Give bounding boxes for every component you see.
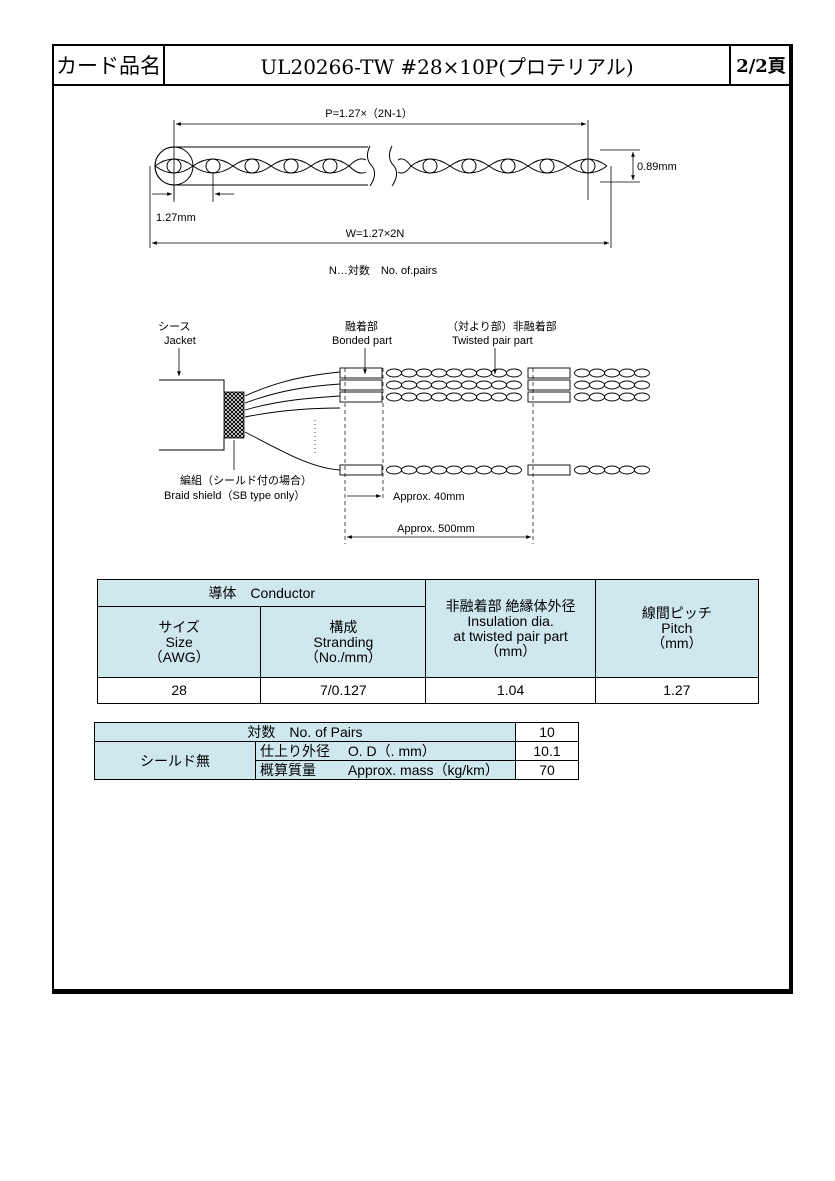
page-number: 2/2頁 bbox=[729, 46, 791, 84]
twisted-pair-chains bbox=[386, 368, 650, 475]
od-value: 10.1 bbox=[515, 741, 579, 761]
conductor-header: 導体 Conductor bbox=[96, 579, 427, 607]
twisted-label-jp: （対より部）非融着部 bbox=[447, 319, 557, 333]
flat-cable-cores-left bbox=[154, 146, 368, 186]
size-value: 28 bbox=[96, 677, 262, 704]
stranding-header-en: Stranding bbox=[313, 633, 374, 650]
pitch-header-jp: 線間ピッチ bbox=[641, 605, 712, 621]
mass-label: 概算質量 Approx. mass（kg/km） bbox=[255, 760, 516, 780]
bonded-length-label: Approx. 40mm bbox=[393, 491, 465, 503]
jacket-label-jp: シース bbox=[158, 321, 190, 333]
size-header-en: Size bbox=[165, 633, 193, 650]
size-header-jp: サイズ bbox=[158, 618, 200, 635]
pitch-value: 1.27 bbox=[594, 677, 760, 704]
bonded-label-en: Bonded part bbox=[332, 335, 392, 347]
pairs-label: 対数 No. of Pairs bbox=[94, 722, 516, 742]
jacket-label-en: Jacket bbox=[164, 335, 196, 347]
stranding-header: 構成 Stranding （No./mm） bbox=[260, 606, 427, 678]
width-formula: W=1.27×2N bbox=[346, 228, 405, 240]
shield-group-label: シールド無 bbox=[94, 741, 256, 780]
side-view-diagram: シース Jacket 融着部 Bonded part （対より部）非融着部 Tw… bbox=[158, 319, 650, 544]
spec-table: 導体 Conductor 非融着部 絶縁体外径 Insulation dia. … bbox=[96, 579, 760, 704]
pitch-header-en: Pitch bbox=[661, 620, 693, 636]
insulation-value: 1.04 bbox=[425, 677, 596, 704]
pitch-label: 1.27mm bbox=[156, 212, 196, 224]
card-header: カード品名 UL20266-TW #28×10P(プロテリアル) 2/2頁 bbox=[54, 46, 791, 86]
spec-values-row: 28 7/0.127 1.04 1.27 bbox=[96, 677, 760, 704]
pitch-formula: P=1.27×（2N-1） bbox=[325, 107, 412, 120]
braid-shield-swatch bbox=[223, 391, 245, 439]
product-title: UL20266-TW #28×10P(プロテリアル) bbox=[260, 54, 634, 79]
insulation-header-unit: （mm） bbox=[484, 642, 537, 659]
insulation-header-jp: 非融着部 絶縁体外径 bbox=[445, 597, 576, 614]
cross-section-diagram: P=1.27×（2N-1） 0.89mm 1.27mm W=1.27×2N N…… bbox=[149, 107, 677, 277]
pairs-legend: N…対数 No. of.pairs bbox=[329, 263, 438, 277]
stranding-header-unit: （No./mm） bbox=[304, 648, 382, 665]
braid-label-jp: 編組（シールド付の場合） bbox=[180, 473, 312, 487]
twisted-label-en: Twisted pair part bbox=[452, 335, 533, 347]
od-label: 仕上り外径 O. D（. mm） bbox=[255, 741, 516, 761]
twisted-length-label: Approx. 500mm bbox=[397, 523, 475, 535]
fanout-pairs bbox=[244, 371, 341, 471]
card-frame: カード品名 UL20266-TW #28×10P(プロテリアル) 2/2頁 bbox=[52, 44, 793, 994]
pairs-value: 10 bbox=[515, 722, 579, 742]
insulation-header-en1: Insulation dia. bbox=[467, 612, 554, 629]
pairs-table: 対数 No. of Pairs 10 シールド無 仕上り外径 O. D（. mm… bbox=[94, 722, 579, 780]
stranding-header-jp: 構成 bbox=[329, 618, 358, 635]
pitch-header-unit: （mm） bbox=[651, 635, 703, 651]
thickness-label: 0.89mm bbox=[637, 161, 677, 173]
pitch-header: 線間ピッチ Pitch （mm） bbox=[594, 579, 760, 678]
mass-value: 70 bbox=[515, 760, 579, 780]
braid-label-en: Braid shield（SB type only） bbox=[164, 489, 305, 502]
insulation-header: 非融着部 絶縁体外径 Insulation dia. at twisted pa… bbox=[425, 579, 596, 678]
bonded-label-jp: 融着部 bbox=[345, 319, 378, 333]
size-header: サイズ Size （AWG） bbox=[96, 606, 262, 678]
insulation-header-en2: at twisted pair part bbox=[453, 627, 568, 644]
stranding-value: 7/0.127 bbox=[260, 677, 427, 704]
flat-cable-cores-right bbox=[397, 158, 608, 174]
size-header-unit: （AWG） bbox=[148, 648, 210, 665]
card-name-label: カード品名 bbox=[54, 46, 165, 84]
